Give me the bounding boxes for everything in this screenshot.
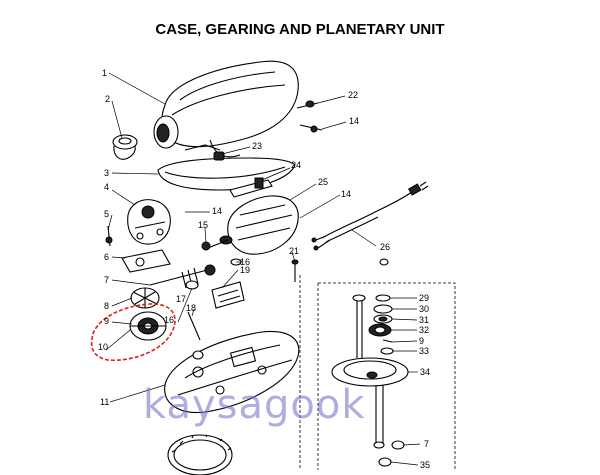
part-33-washer — [380, 347, 394, 355]
part-6-gasket — [121, 249, 171, 273]
callout-32: 32 — [419, 325, 429, 335]
callout-25: 25 — [318, 177, 328, 187]
callout-15: 15 — [198, 220, 208, 230]
part-32-gear — [368, 323, 392, 337]
callout-23: 23 — [252, 141, 262, 151]
part-17-bearing — [185, 280, 199, 290]
diagram-title: CASE, GEARING AND PLANETARY UNIT — [155, 21, 444, 38]
callout-35: 35 — [420, 460, 430, 470]
part-10-gear — [129, 311, 167, 341]
part-23-clip — [213, 151, 225, 161]
callout-9-b: 9 — [419, 336, 424, 346]
callout-21: 21 — [289, 246, 299, 256]
part-11-gear-case — [164, 330, 300, 414]
part-30-washer — [373, 304, 393, 314]
callout-29: 29 — [419, 293, 429, 303]
callout-16-a: 16 — [240, 257, 250, 267]
callout-17: 17 — [176, 294, 186, 304]
highlight-loop — [90, 303, 176, 362]
part-3-trim-band — [157, 157, 296, 191]
part-5-screw — [105, 225, 113, 247]
callout-5: 5 — [104, 209, 109, 219]
part-14-screw-top — [299, 124, 323, 133]
planetary-shaft — [352, 258, 389, 358]
part-25-motor — [207, 195, 299, 255]
callout-7-b: 7 — [424, 439, 429, 449]
callout-10: 10 — [98, 342, 108, 352]
callout-22: 22 — [348, 90, 358, 100]
callout-1: 1 — [102, 68, 107, 78]
part-21-screw — [291, 259, 299, 282]
callout-18: 18 — [186, 303, 196, 313]
callout-8: 8 — [104, 301, 109, 311]
part-15-bushing — [201, 241, 211, 251]
callout-14-a: 14 — [349, 116, 359, 126]
callout-14-b: 14 — [341, 189, 351, 199]
callout-34: 34 — [420, 367, 430, 377]
callout-33: 33 — [419, 346, 429, 356]
part-2-cap — [112, 134, 138, 160]
part-7-small-ring — [391, 440, 405, 450]
callout-24: 24 — [291, 160, 301, 170]
part-22-screw — [296, 100, 319, 109]
callout-9: 9 — [104, 316, 109, 326]
part-26-cord — [311, 181, 429, 251]
callout-16-b: 16 — [164, 315, 174, 325]
leader-lines — [105, 72, 421, 466]
callout-numbers: 1 2 3 4 5 6 7 8 9 10 11 22 14 23 24 25 1… — [98, 68, 430, 470]
part-1-housing — [153, 60, 299, 158]
callout-30: 30 — [419, 304, 429, 314]
callout-19: 19 — [240, 265, 250, 275]
part-34-planetary — [331, 357, 409, 467]
part-31-bearing — [373, 314, 393, 324]
callout-6: 6 — [104, 252, 109, 262]
planetary-unit-frame — [299, 275, 456, 470]
callout-2: 2 — [105, 94, 110, 104]
part-bushing-small — [192, 350, 204, 360]
callout-31: 31 — [419, 315, 429, 325]
part-18-pin — [187, 311, 201, 341]
part-24-bracket — [229, 177, 273, 198]
watermark: kaysagook — [143, 382, 366, 428]
part-19-gear-bracket — [211, 281, 245, 309]
part-29-washer — [375, 294, 391, 302]
callout-4: 4 — [104, 182, 109, 192]
part-4-gear-housing — [127, 199, 171, 245]
callout-26: 26 — [380, 242, 390, 252]
part-9-pin — [382, 339, 393, 343]
callout-3: 3 — [104, 168, 109, 178]
part-gear-ring — [167, 434, 233, 475]
part-7-worm-shaft — [149, 264, 216, 289]
callout-7: 7 — [104, 275, 109, 285]
callout-14-c: 14 — [212, 206, 222, 216]
callout-11: 11 — [100, 397, 109, 407]
